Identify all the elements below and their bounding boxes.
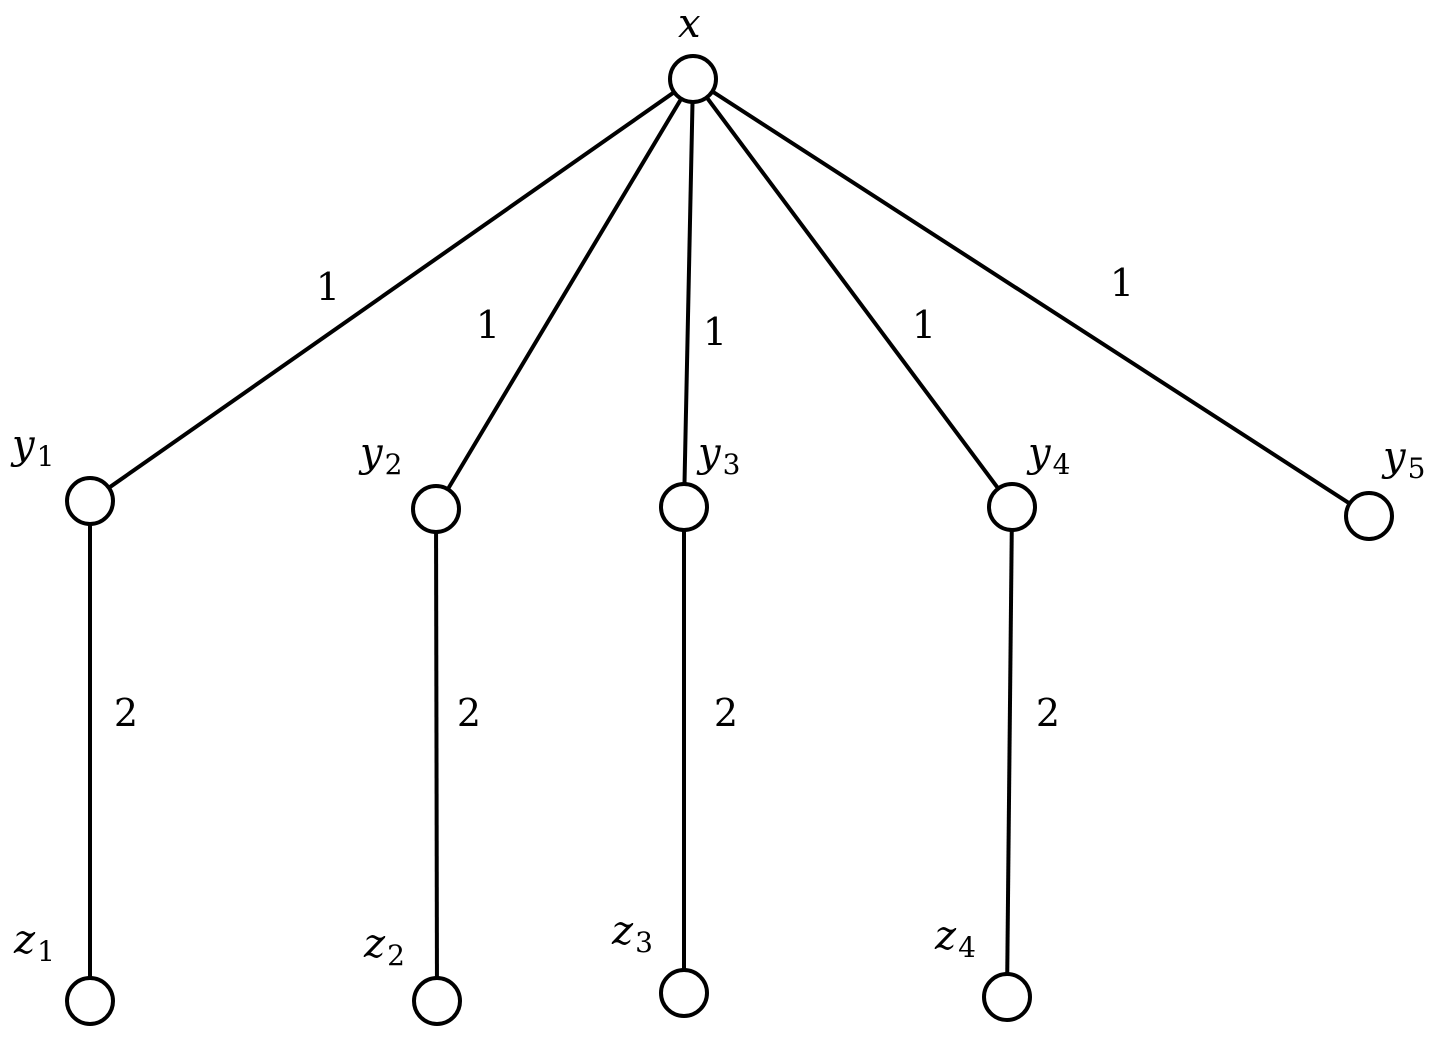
node-label-name: y xyxy=(1026,430,1052,476)
edge-y4-z4 xyxy=(1005,529,1014,975)
node-label-name: y xyxy=(358,430,384,476)
node-label-subscript: 3 xyxy=(635,926,653,959)
edge-weight-label: 2 xyxy=(1036,691,1060,735)
edge-x-y1 xyxy=(107,90,676,490)
edge-x-y5 xyxy=(711,89,1351,506)
node-y4 xyxy=(987,482,1037,532)
nodes xyxy=(65,54,1394,1026)
edge-x-y4 xyxy=(705,96,1000,490)
edge-weight-label: 1 xyxy=(912,303,936,347)
edge-weights: 1 1 1 1 1 2 2 2 2 xyxy=(114,261,1134,735)
node-label-subscript: 4 xyxy=(958,931,976,964)
edge-weight-label: 1 xyxy=(1110,261,1134,305)
node-label-name: x xyxy=(678,1,701,47)
node-y5 xyxy=(1344,491,1394,541)
node-label-name: z xyxy=(611,908,634,954)
edge-y2-z2 xyxy=(434,531,439,979)
node-z4 xyxy=(982,972,1032,1022)
edges xyxy=(88,89,1351,979)
node-y2 xyxy=(411,484,461,534)
node-x xyxy=(668,54,718,104)
node-y3 xyxy=(659,482,709,532)
edge-x-y3 xyxy=(682,101,695,485)
node-label-y4: y4 xyxy=(1026,430,1070,481)
node-label-subscript: 2 xyxy=(385,448,403,481)
edge-weight-label: 2 xyxy=(714,691,738,735)
node-label-subscript: 5 xyxy=(1408,452,1426,485)
node-label-subscript: 1 xyxy=(37,935,55,968)
edge-weight-label: 1 xyxy=(316,265,340,309)
node-label-name: z xyxy=(13,917,36,963)
node-label-z4: z4 xyxy=(934,913,976,964)
node-label-x: x xyxy=(678,1,701,47)
node-z3 xyxy=(659,968,709,1018)
node-label-subscript: 3 xyxy=(723,448,741,481)
node-label-name: z xyxy=(934,913,957,959)
node-y1 xyxy=(65,476,115,526)
node-label-subscript: 4 xyxy=(1053,448,1071,481)
edge-weight-label: 2 xyxy=(457,691,481,735)
node-label-name: y xyxy=(10,422,36,468)
node-label-subscript: 2 xyxy=(387,939,405,972)
edge-x-y2 xyxy=(446,97,683,491)
edge-weight-label: 1 xyxy=(476,303,500,347)
node-label-name: y xyxy=(1381,434,1407,480)
node-z2 xyxy=(412,976,462,1026)
edge-weight-label: 2 xyxy=(114,691,138,735)
node-label-z3: z3 xyxy=(611,908,653,959)
node-label-y2: y2 xyxy=(358,430,402,481)
node-label-z1: z1 xyxy=(13,917,55,968)
node-label-subscript: 1 xyxy=(37,440,55,473)
node-label-y5: y5 xyxy=(1381,434,1425,485)
node-label-name: z xyxy=(363,921,386,967)
edge-weight-label: 1 xyxy=(703,310,727,354)
node-label-name: y xyxy=(696,430,722,476)
node-label-y3: y3 xyxy=(696,430,740,481)
node-label-y1: y1 xyxy=(10,422,54,473)
node-z1 xyxy=(65,976,115,1026)
node-label-z2: z2 xyxy=(363,921,405,972)
